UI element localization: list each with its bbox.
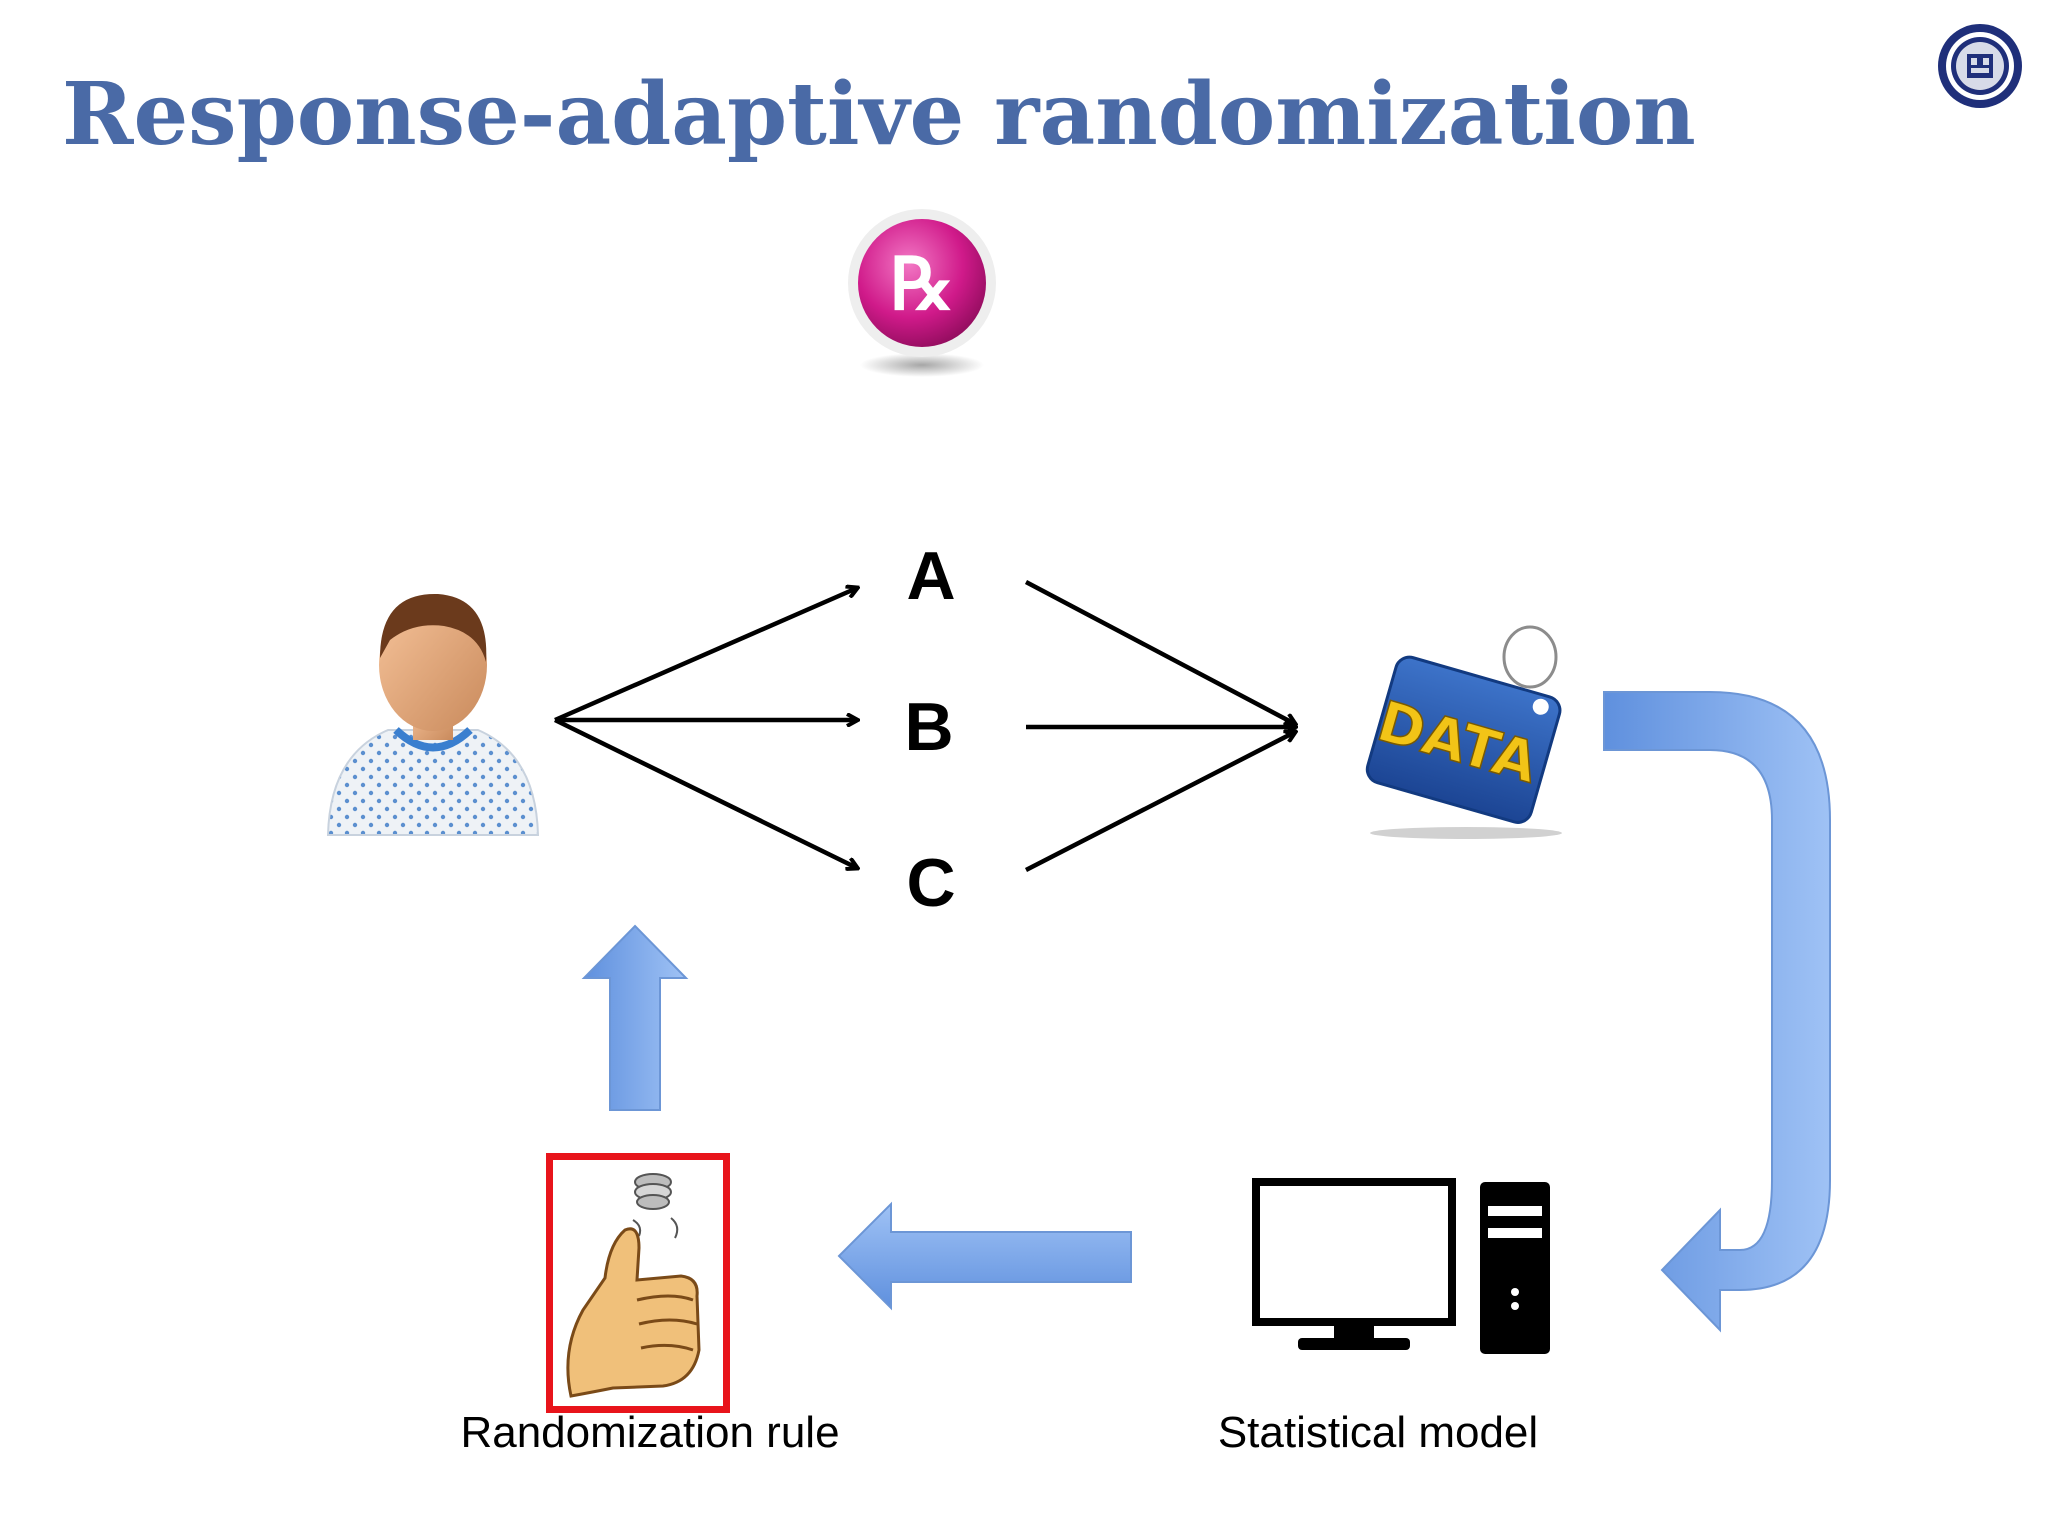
up-flow-arrow	[581, 924, 689, 1111]
left-flow-arrow	[837, 1201, 1132, 1311]
arrow-to-c	[554, 717, 857, 868]
randomization-rule-caption: Randomization rule	[460, 1408, 840, 1457]
statistical-model-caption: Statistical model	[1217, 1408, 1539, 1457]
rx-pill-icon: ℞	[848, 209, 996, 377]
curved-flow-arrow	[1603, 691, 1831, 1333]
slide-title: Response-adaptive randomization	[62, 64, 1696, 165]
arrow-c-to-data	[1024, 732, 1295, 873]
computer-icon	[1252, 1178, 1550, 1354]
arrow-to-a	[554, 588, 857, 723]
treatment-a-label: A	[906, 538, 956, 614]
coin-flip-thumb-icon	[566, 1173, 701, 1398]
university-seal-icon	[1938, 24, 2022, 108]
arrow-a-to-data	[1024, 580, 1295, 724]
patient-icon	[326, 593, 540, 836]
treatment-c-label: C	[906, 845, 956, 921]
data-tag-icon: DATA	[1365, 625, 1562, 839]
randomization-rule-box	[546, 1153, 730, 1413]
treatment-b-label: B	[904, 689, 954, 765]
rx-symbol: ℞	[890, 241, 955, 326]
